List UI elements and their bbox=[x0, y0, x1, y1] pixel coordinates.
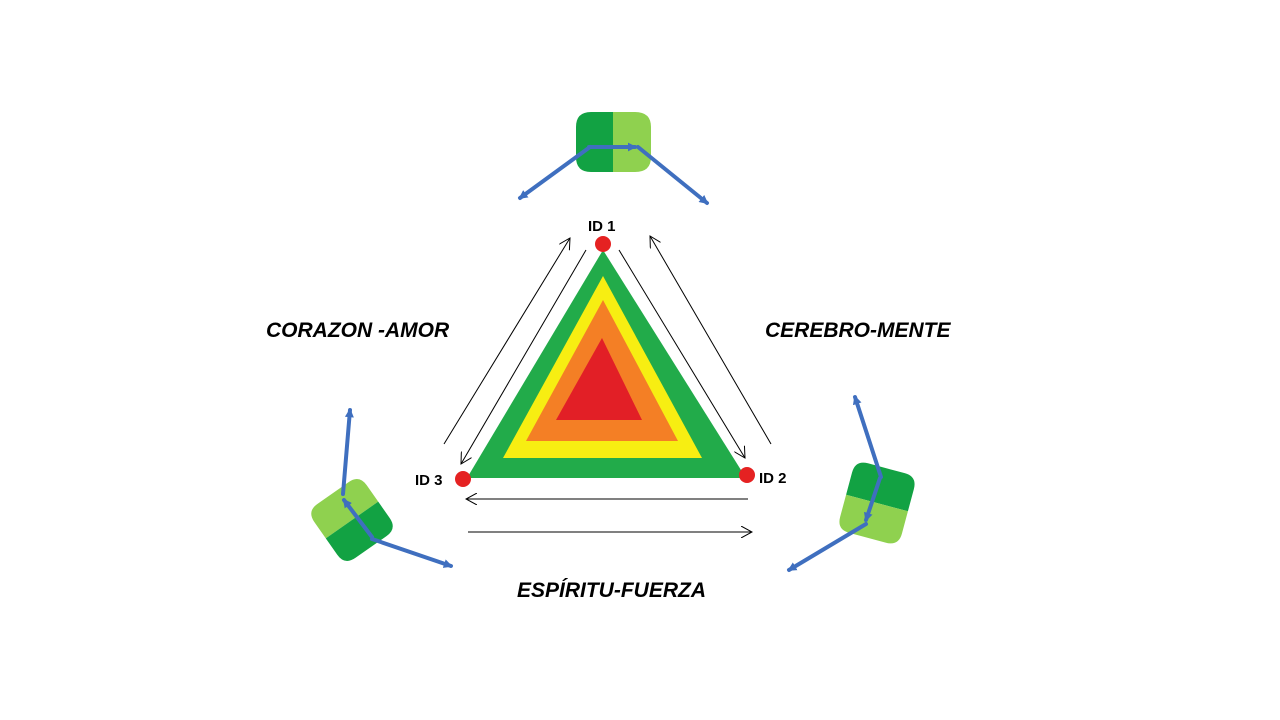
node-label-id1: ID 1 bbox=[588, 218, 616, 235]
left-capsule-dark-half bbox=[325, 501, 393, 561]
node-label-id3: ID 3 bbox=[415, 472, 443, 489]
right-vectors bbox=[787, 395, 883, 572]
node-dot-id3 bbox=[455, 471, 471, 487]
top-vectors bbox=[518, 142, 709, 205]
side-label-right: CEREBRO-MENTE bbox=[765, 319, 951, 342]
node-label-id2: ID 2 bbox=[759, 470, 787, 487]
top-vector-right bbox=[636, 145, 709, 205]
right-vector-up bbox=[852, 395, 883, 479]
node-dot-id2 bbox=[739, 467, 755, 483]
left-side-arrow-down bbox=[461, 249, 587, 464]
left-capsule bbox=[311, 479, 393, 561]
left-capsule-light-half bbox=[311, 479, 379, 539]
right-side-arrow-down bbox=[618, 249, 745, 458]
layered-triangle bbox=[467, 250, 746, 478]
left-vector-diagonal bbox=[342, 498, 374, 539]
right-vector-down-left bbox=[787, 522, 868, 572]
side-label-bottom: ESPÍRITU-FUERZA bbox=[517, 579, 706, 602]
side-arrows bbox=[443, 236, 772, 532]
node-dot-id1 bbox=[595, 236, 611, 252]
top-vector-left bbox=[518, 145, 592, 200]
left-side-arrow-up bbox=[443, 238, 570, 445]
left-vector-up bbox=[341, 408, 354, 496]
triangle-red-core bbox=[556, 338, 642, 420]
top-capsule-light-half bbox=[613, 112, 651, 172]
top-capsule bbox=[576, 112, 651, 172]
left-vectors bbox=[341, 408, 453, 568]
right-side-arrow-up bbox=[650, 236, 772, 445]
right-vector-center bbox=[864, 476, 882, 522]
right-capsule-dark-half bbox=[846, 462, 915, 512]
side-label-left: CORAZON -AMOR bbox=[266, 319, 450, 342]
top-capsule-dark-half bbox=[576, 112, 613, 172]
left-vector-right bbox=[370, 537, 453, 568]
